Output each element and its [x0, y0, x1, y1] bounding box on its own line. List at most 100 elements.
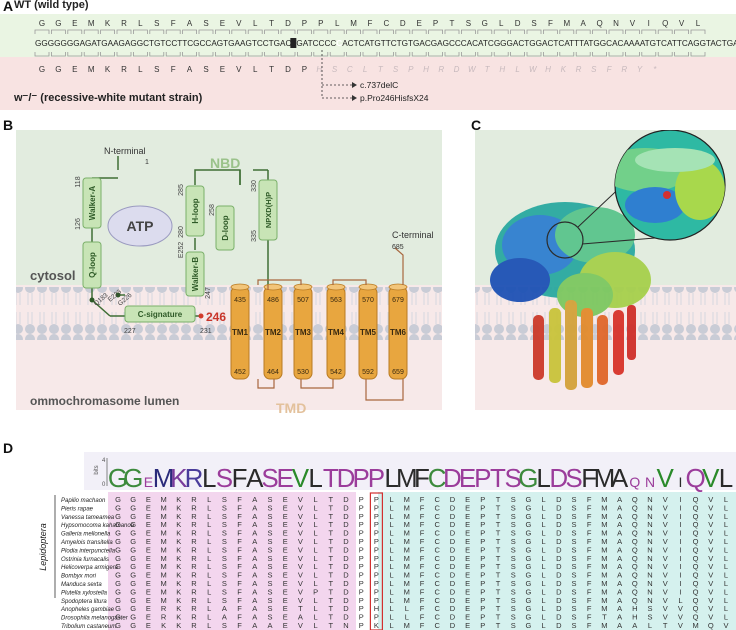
mut-aa-2: E [72, 65, 77, 74]
logo-letter-7: S [216, 463, 233, 493]
res-5-10: S [267, 537, 272, 546]
wt-aa-16: P [302, 19, 307, 28]
species-name-6: Plodia interpunctella [61, 548, 116, 554]
res-3-11: E [283, 520, 288, 529]
mutant-label: w⁻/⁻ (recessive-white mutant strain) [14, 92, 203, 104]
walker-a-box: Walker-A [88, 186, 97, 221]
res-3-19: M [404, 520, 410, 529]
mut-aa-8: F [171, 65, 176, 74]
res-13-0: G [115, 604, 121, 613]
res-6-23: E [465, 545, 470, 554]
res-10-28: L [542, 579, 546, 588]
res-6-28: L [542, 545, 546, 554]
res-8-32: M [601, 562, 607, 571]
wt-aa-18: L [335, 19, 340, 28]
res-12-38: Q [693, 596, 699, 605]
res-4-34: Q [632, 529, 638, 538]
res-5-16: P [359, 537, 364, 546]
res-2-7: S [222, 512, 227, 521]
res-15-11: E [283, 621, 288, 630]
res-6-1: G [130, 545, 136, 554]
res-5-24: P [480, 537, 485, 546]
mut-ghost-aa-10: W [468, 65, 477, 74]
res-12-27: G [525, 596, 531, 605]
res-15-3: K [161, 621, 166, 630]
res-4-29: D [556, 529, 562, 538]
res-2-39: V [708, 512, 713, 521]
res-8-0: G [115, 562, 121, 571]
res-13-1: G [130, 604, 136, 613]
res-3-15: D [343, 520, 349, 529]
helix-top-2: 507 [297, 297, 309, 304]
helix-top-0: 435 [234, 297, 246, 304]
res-13-18: L [390, 604, 394, 613]
wt-aa-37: I [648, 19, 650, 28]
logo-letter-22: D [443, 463, 462, 493]
mut-ghost-aa-0: H [316, 65, 322, 74]
res-2-14: T [329, 512, 334, 521]
res-10-2: E [146, 579, 151, 588]
res-6-14: T [329, 545, 334, 554]
res-2-23: E [465, 512, 470, 521]
res-3-40: L [724, 520, 728, 529]
mut-ghost-aa-21: Y [637, 65, 643, 74]
res-5-30: S [571, 537, 576, 546]
res-15-0: G [115, 621, 121, 630]
res-12-5: R [191, 596, 197, 605]
res-11-35: N [647, 587, 652, 596]
wt-aa-33: A [581, 19, 587, 28]
num-126: 126 [75, 218, 82, 230]
res-3-4: K [176, 520, 181, 529]
res-8-19: M [404, 562, 410, 571]
res-12-30: S [571, 596, 576, 605]
res-6-2: E [146, 545, 151, 554]
res-5-19: M [404, 537, 410, 546]
logo-axis-label: bits [94, 465, 100, 474]
wt-aa-24: P [433, 19, 438, 28]
res-15-6: L [207, 621, 211, 630]
res-15-21: C [434, 621, 440, 630]
res-12-7: S [222, 596, 227, 605]
res-11-30: S [571, 587, 576, 596]
res-12-37: L [678, 596, 682, 605]
res-8-24: P [480, 562, 485, 571]
res-15-17: K [374, 621, 379, 630]
res-14-5: R [191, 613, 197, 622]
res-0-2: E [146, 495, 151, 504]
res-4-14: T [329, 529, 334, 538]
species-name-0: Papilio machaon [61, 498, 106, 504]
res-3-8: F [237, 520, 242, 529]
res-1-33: A [617, 503, 622, 512]
logo-letter-33: A [611, 463, 629, 493]
logo-letter-10: S [261, 463, 278, 493]
res-14-11: E [283, 613, 288, 622]
res-3-22: D [450, 520, 456, 529]
res-4-40: L [724, 529, 728, 538]
res-2-4: K [176, 512, 181, 521]
res-14-0: G [115, 613, 121, 622]
res-6-35: N [647, 545, 652, 554]
res-7-5: R [191, 554, 197, 563]
mut-aa-12: V [236, 65, 242, 74]
mut-aa-7: S [154, 65, 159, 74]
res-6-15: D [343, 545, 349, 554]
res-1-2: E [146, 503, 151, 512]
res-5-35: N [647, 537, 652, 546]
res-7-13: L [314, 554, 318, 563]
res-4-0: G [115, 529, 121, 538]
res-2-36: V [663, 512, 668, 521]
res-5-27: G [525, 537, 531, 546]
res-9-7: S [222, 571, 227, 580]
res-13-38: Q [693, 604, 699, 613]
res-3-12: V [298, 520, 303, 529]
res-0-30: S [571, 495, 576, 504]
res-13-3: R [161, 604, 167, 613]
res-14-34: H [632, 613, 637, 622]
res-0-31: F [587, 495, 592, 504]
res-12-21: C [434, 596, 440, 605]
res-12-2: E [146, 596, 151, 605]
res-0-35: N [647, 495, 652, 504]
helix-label-1: TM2 [265, 328, 282, 337]
codon-brackets-top [34, 29, 706, 34]
res-10-11: E [283, 579, 288, 588]
